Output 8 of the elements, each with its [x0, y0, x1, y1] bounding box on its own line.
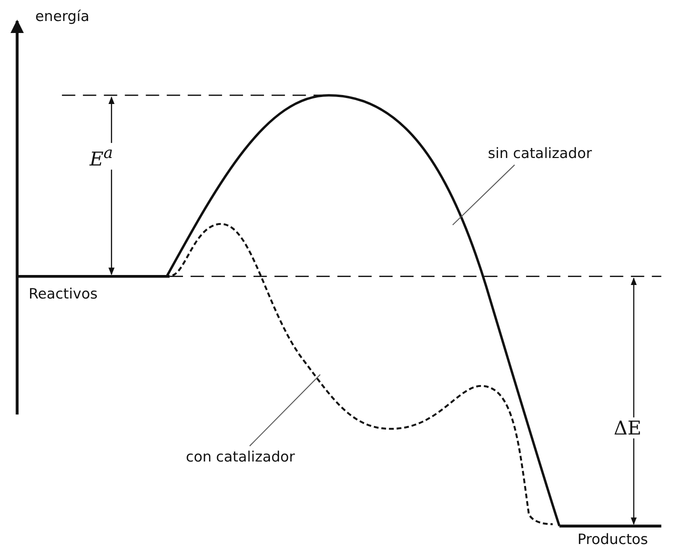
activation-energy-label: E$^{a}$	[88, 142, 115, 170]
leader-line	[249, 374, 321, 446]
leader-line	[452, 164, 516, 226]
level-label: Productos	[578, 530, 648, 548]
curve-label: con catalizador	[186, 448, 295, 466]
curve-label: sin catalizador	[488, 144, 592, 162]
level-label: Reactivos	[28, 284, 98, 302]
axis-label: energía	[35, 8, 90, 25]
